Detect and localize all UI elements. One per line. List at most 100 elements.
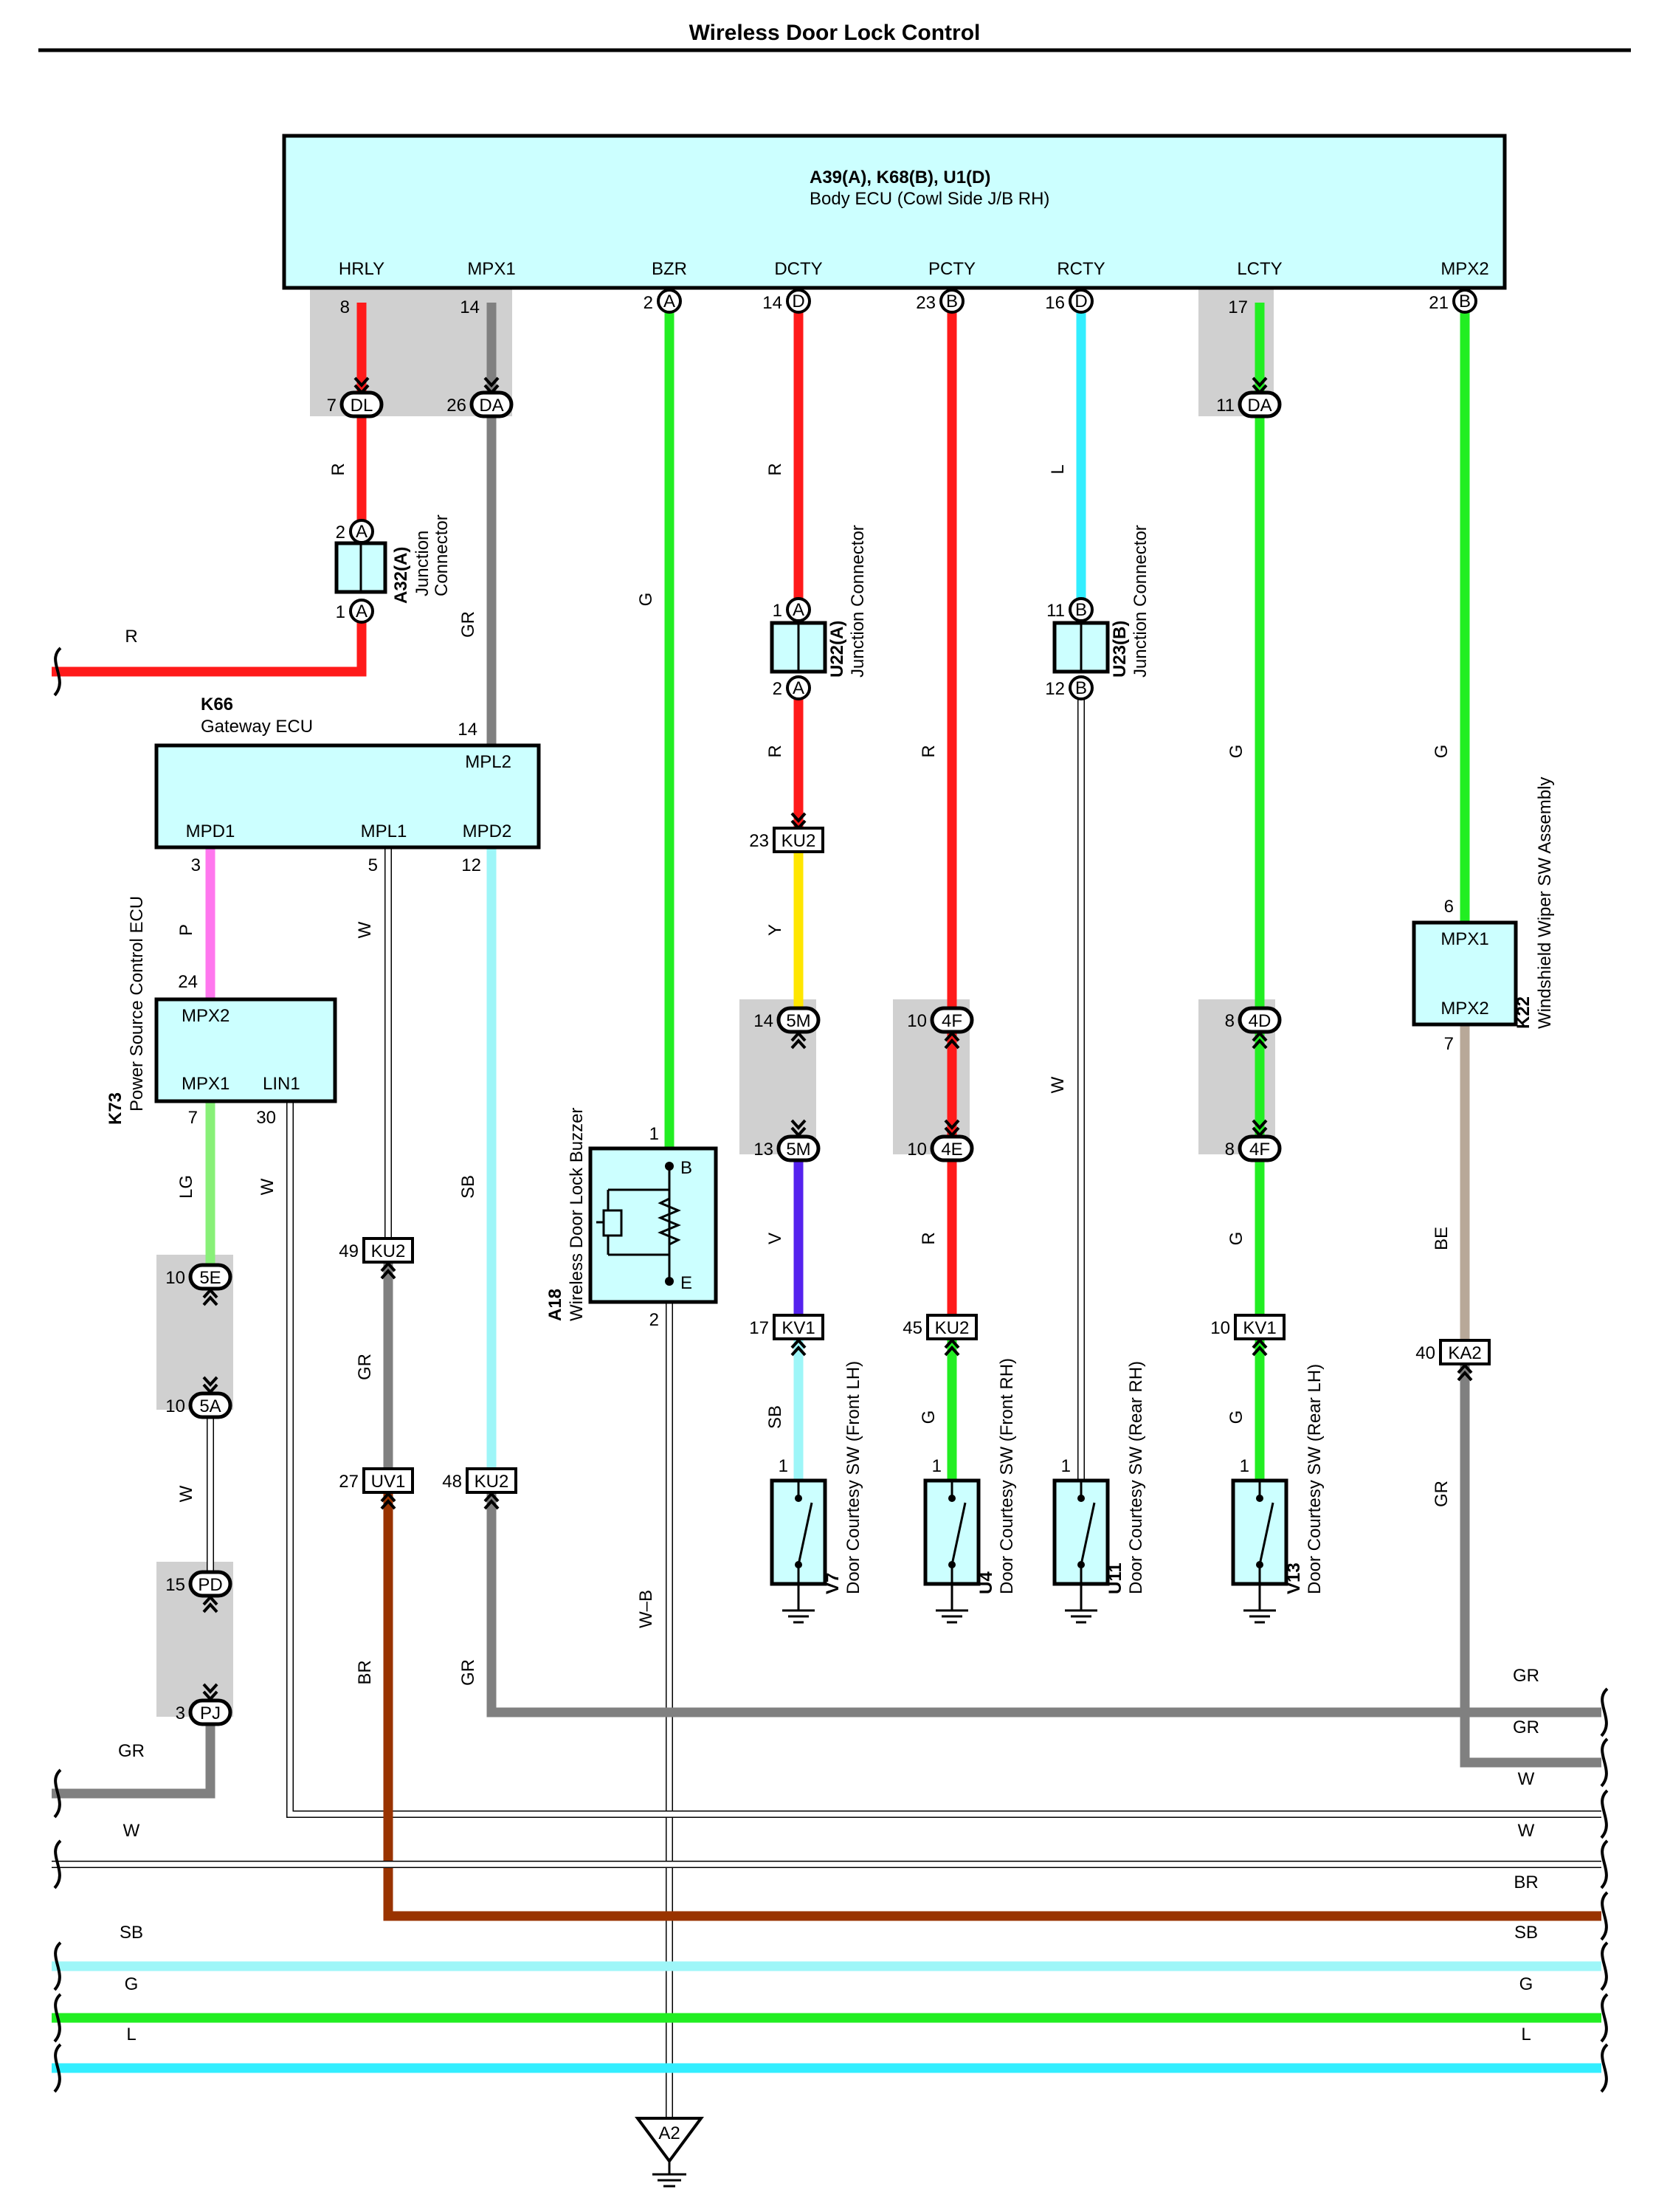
- wire-label-right: BR: [1514, 1872, 1538, 1892]
- circle-code: A: [356, 602, 368, 621]
- oval-connector: [776, 1006, 821, 1034]
- a32-name1: Junction: [413, 531, 432, 596]
- a32-name2: Connector: [432, 514, 452, 596]
- oval-num: 8: [1225, 1011, 1235, 1031]
- oval-code: 4F: [942, 1011, 962, 1031]
- oval-connector: [1238, 1134, 1282, 1162]
- break-mark: [1600, 1737, 1609, 1788]
- ecu-pin-bzr: BZR: [652, 259, 687, 279]
- box-connector: [773, 827, 824, 853]
- wiper-pin-mpx1: MPX1: [1440, 929, 1488, 949]
- oval-num: 10: [907, 1011, 927, 1031]
- wire-br: [383, 1481, 1601, 1921]
- connector-num: 49: [339, 1241, 359, 1261]
- break-mark: [53, 1993, 62, 2043]
- oval-connector: [188, 1391, 232, 1419]
- wire-color-label: R: [765, 463, 785, 475]
- circle-code: A: [793, 600, 804, 620]
- break-mark: [53, 2043, 62, 2093]
- gateway-ecu: K66 Gateway ECU MPL2 14 MPD1 MPL1 MPD2 3…: [154, 695, 541, 875]
- body-ecu-ref: A39(A), K68(B), U1(D): [810, 168, 990, 187]
- oval-num: 11: [1216, 396, 1235, 416]
- wire-label-right: W: [1518, 1821, 1535, 1841]
- oval-connector: [930, 1134, 974, 1162]
- power-pin-lin1-num: 30: [256, 1108, 276, 1128]
- wiper-sw-ref: K22: [1514, 996, 1533, 1029]
- buzzer-pin-e: E: [680, 1273, 692, 1293]
- wire-color-label: R: [328, 463, 348, 475]
- pin-circle: [786, 597, 811, 622]
- labels: HRLY8MPX114BZRA2DCTYD14PCTYB23RCTYD16LCT…: [118, 259, 1539, 2044]
- v13-ref: V13: [1284, 1562, 1304, 1594]
- wire-color-label: G: [1432, 745, 1452, 759]
- connector-num: 27: [339, 1472, 359, 1492]
- u23-name: Junction Connector: [1131, 525, 1150, 678]
- oval-code: PJ: [200, 1703, 221, 1723]
- door-courtesy-sw-u4: U4 Door Courtesy SW (Front RH): [923, 1358, 1017, 1624]
- wiper-pin-mpx2: MPX2: [1440, 999, 1488, 1019]
- ecu-pin-rcty-num: 16: [1045, 293, 1065, 313]
- connector-num: 23: [749, 831, 769, 851]
- pin-circle: [1069, 597, 1094, 622]
- wire-color-label: W: [355, 921, 375, 938]
- ecu-pin-pcty-conn: B: [946, 292, 958, 311]
- pin-circle: [349, 519, 374, 544]
- wire-color-label: BR: [355, 1660, 375, 1684]
- oval-code: DA: [479, 396, 503, 416]
- wire-label-left: G: [125, 1974, 139, 1994]
- oval-code: 5E: [199, 1268, 221, 1288]
- wiper-pin-mpx2-num: 7: [1444, 1034, 1454, 1054]
- wire-label-left: GR: [118, 1741, 145, 1761]
- oval-connector: [469, 390, 514, 418]
- wire-label-right: L: [1521, 2025, 1531, 2044]
- oval-connector: [339, 390, 384, 418]
- wire-color-label: L: [1048, 464, 1068, 474]
- junction-connector-u22: U22(A) Junction Connector: [770, 525, 868, 678]
- oval-num: 7: [327, 396, 337, 416]
- pin-circle: [657, 289, 682, 314]
- circle-code: B: [1075, 600, 1087, 620]
- u4-name: Door Courtesy SW (Front RH): [997, 1358, 1017, 1594]
- svg-text:1: 1: [1240, 1456, 1249, 1476]
- ground-a2: A2: [635, 2117, 704, 2188]
- wire-label-left: L: [126, 2025, 136, 2044]
- switch-pin-labels: 1 1 1 1: [779, 1456, 1249, 1476]
- wire-label-right: SB: [1514, 1923, 1538, 1943]
- wire-color-label: W: [176, 1485, 196, 1502]
- connector-code: KU2: [935, 1318, 970, 1338]
- gateway-pin-mpd1-num: 3: [191, 855, 201, 875]
- buzzer-pin-b: B: [680, 1158, 692, 1178]
- break-mark: [1600, 1789, 1609, 1839]
- circle-num: 1: [773, 601, 782, 621]
- ground-ref: A2: [658, 2123, 680, 2143]
- box-connector: [1234, 1314, 1286, 1340]
- wire-label-left: R: [125, 627, 137, 647]
- wire-color-label: SB: [765, 1405, 785, 1429]
- break-mark: [1600, 1687, 1609, 1737]
- ecu-pin-rcty: RCTY: [1057, 259, 1105, 279]
- ecu-pin-hrly-num: 8: [340, 297, 350, 317]
- power-pin-mpx1: MPX1: [182, 1074, 230, 1094]
- oval-connector: [188, 1263, 232, 1291]
- ecu-pin-mpx2: MPX2: [1440, 259, 1488, 279]
- oval-code: 5M: [786, 1140, 810, 1160]
- oval-code: DL: [351, 396, 373, 416]
- door-courtesy-sw-v13: V13 Door Courtesy SW (Rear LH): [1231, 1364, 1325, 1624]
- v13-name: Door Courtesy SW (Rear LH): [1305, 1364, 1325, 1594]
- wire-color-label: Y: [765, 924, 785, 936]
- wire-color-label: G: [919, 1410, 939, 1424]
- gateway-ecu-name: Gateway ECU: [201, 717, 313, 737]
- oval-code: DA: [1247, 396, 1272, 416]
- wire-color-label: P: [176, 924, 196, 936]
- gateway-pin-mpd2: MPD2: [463, 821, 512, 841]
- ecu-pin-lcty-num: 17: [1228, 297, 1248, 317]
- power-source-ecu: MPX2 MPX1 LIN1 24 7 30 K73 Power Source …: [106, 896, 337, 1128]
- pin-circle: [1069, 289, 1094, 314]
- door-courtesy-sw-v7: V7 Door Courtesy SW (Front LH): [770, 1361, 863, 1624]
- box-connector: [362, 1467, 414, 1494]
- gateway-pin-mpd2-num: 12: [461, 855, 481, 875]
- wire-color-label: GR: [458, 1659, 478, 1686]
- oval-code: PD: [198, 1575, 222, 1595]
- break-mark: [1600, 2043, 1609, 2093]
